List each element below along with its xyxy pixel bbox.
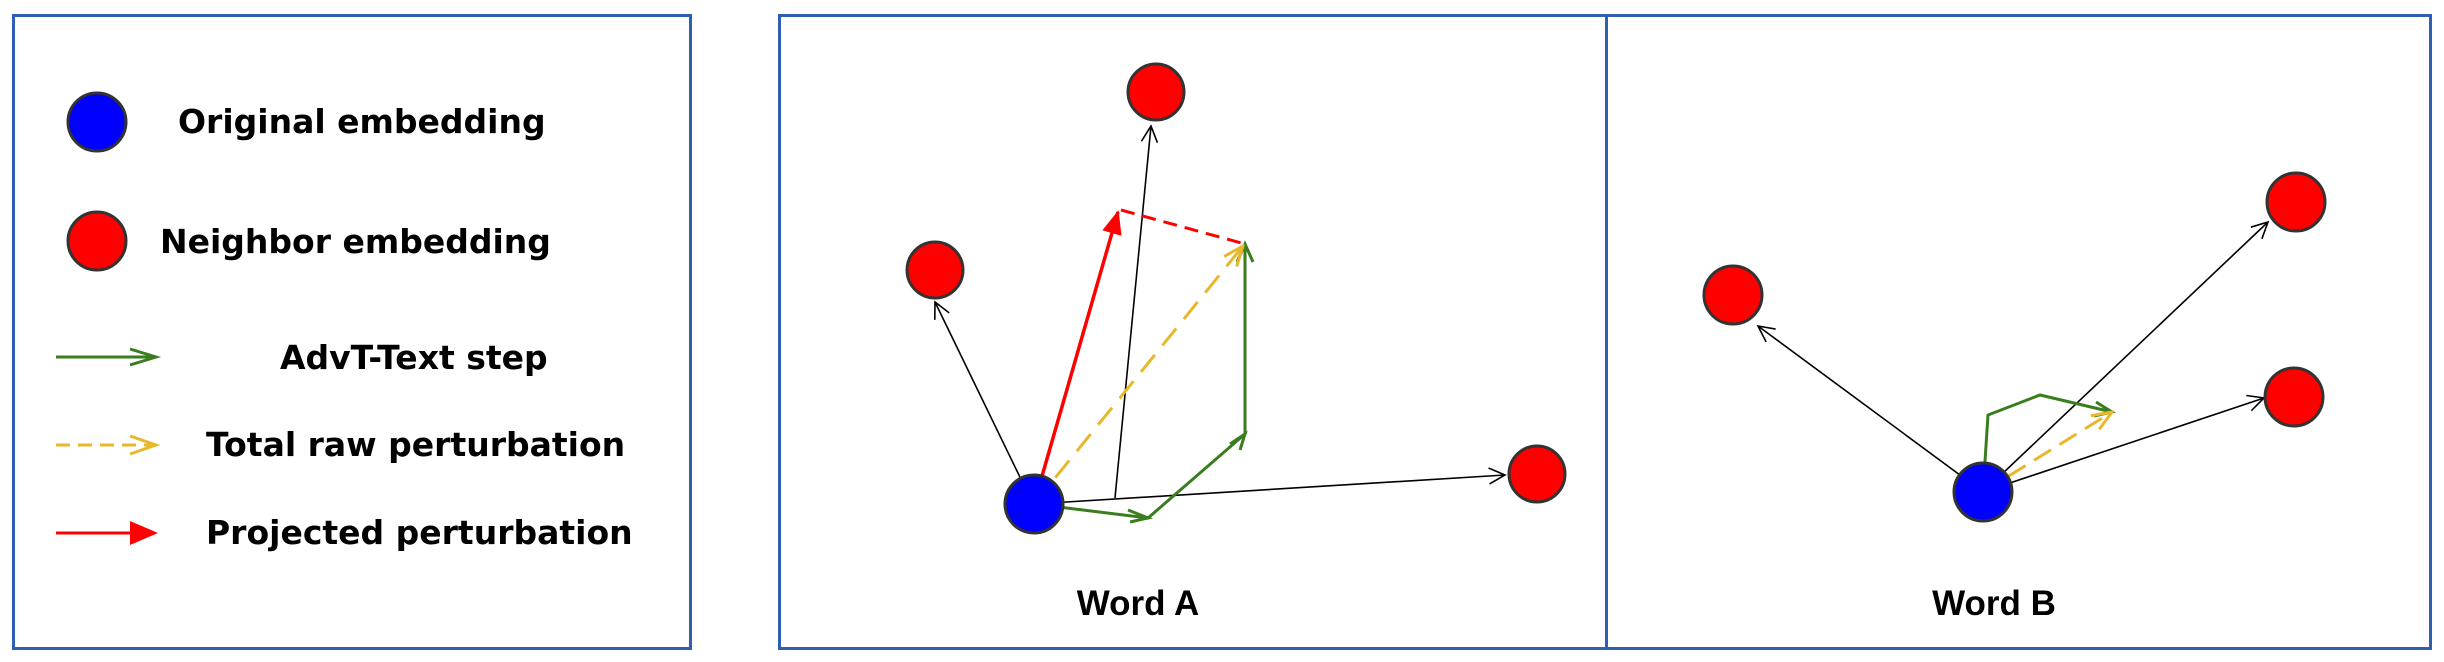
legend-step-arrow-icon xyxy=(56,347,162,367)
word-b-diagram xyxy=(1702,171,2327,523)
word-b-raw-perturbation xyxy=(1982,412,2112,494)
word-a-neighbor-right xyxy=(1507,444,1567,504)
word-a-neighbor-top xyxy=(1126,62,1186,122)
word-panels xyxy=(778,14,2432,650)
panel-divider xyxy=(1605,17,1608,647)
word-b-neighbor-bottom-right xyxy=(2263,366,2325,428)
word-a-advt-steps xyxy=(1033,244,1247,520)
word-b-original xyxy=(1952,461,2014,523)
legend-projected-arrow-icon xyxy=(56,521,158,545)
word-b-vector-left xyxy=(1756,324,1984,493)
legend-original-swatch xyxy=(66,91,128,153)
legend-label-raw-perturbation: Total raw perturbation xyxy=(206,425,626,464)
legend-label-neighbor: Neighbor embedding xyxy=(160,222,551,261)
word-b-neighbor-top-right xyxy=(2265,171,2327,233)
legend-neighbor-swatch xyxy=(66,210,128,272)
word-a-diagram xyxy=(905,62,1567,535)
word-a-raw-perturbation xyxy=(1032,246,1243,505)
word-a-neighbor-left xyxy=(905,240,965,300)
word-b-label: Word B xyxy=(1932,584,2056,623)
word-a-original xyxy=(1003,473,1065,535)
legend-label-projected-perturbation: Projected perturbation xyxy=(206,513,633,552)
word-b-advt-steps xyxy=(1981,393,2113,493)
word-a-vector-left xyxy=(933,300,1034,505)
word-b-neighbor-left xyxy=(1702,264,1764,326)
word-a-vector-right xyxy=(1033,467,1507,505)
legend-label-advt-step: AdvT-Text step xyxy=(280,338,548,377)
legend-label-original: Original embedding xyxy=(178,102,546,141)
word-a-projected-perturbation xyxy=(1032,210,1122,505)
word-a-label: Word A xyxy=(1076,584,1200,623)
word-b-vector-bottom-right xyxy=(1982,394,2266,493)
legend-raw-arrow-icon xyxy=(56,434,161,456)
word-a-vector-top xyxy=(1114,124,1159,499)
word-b-vector-top-right xyxy=(1982,220,2270,493)
